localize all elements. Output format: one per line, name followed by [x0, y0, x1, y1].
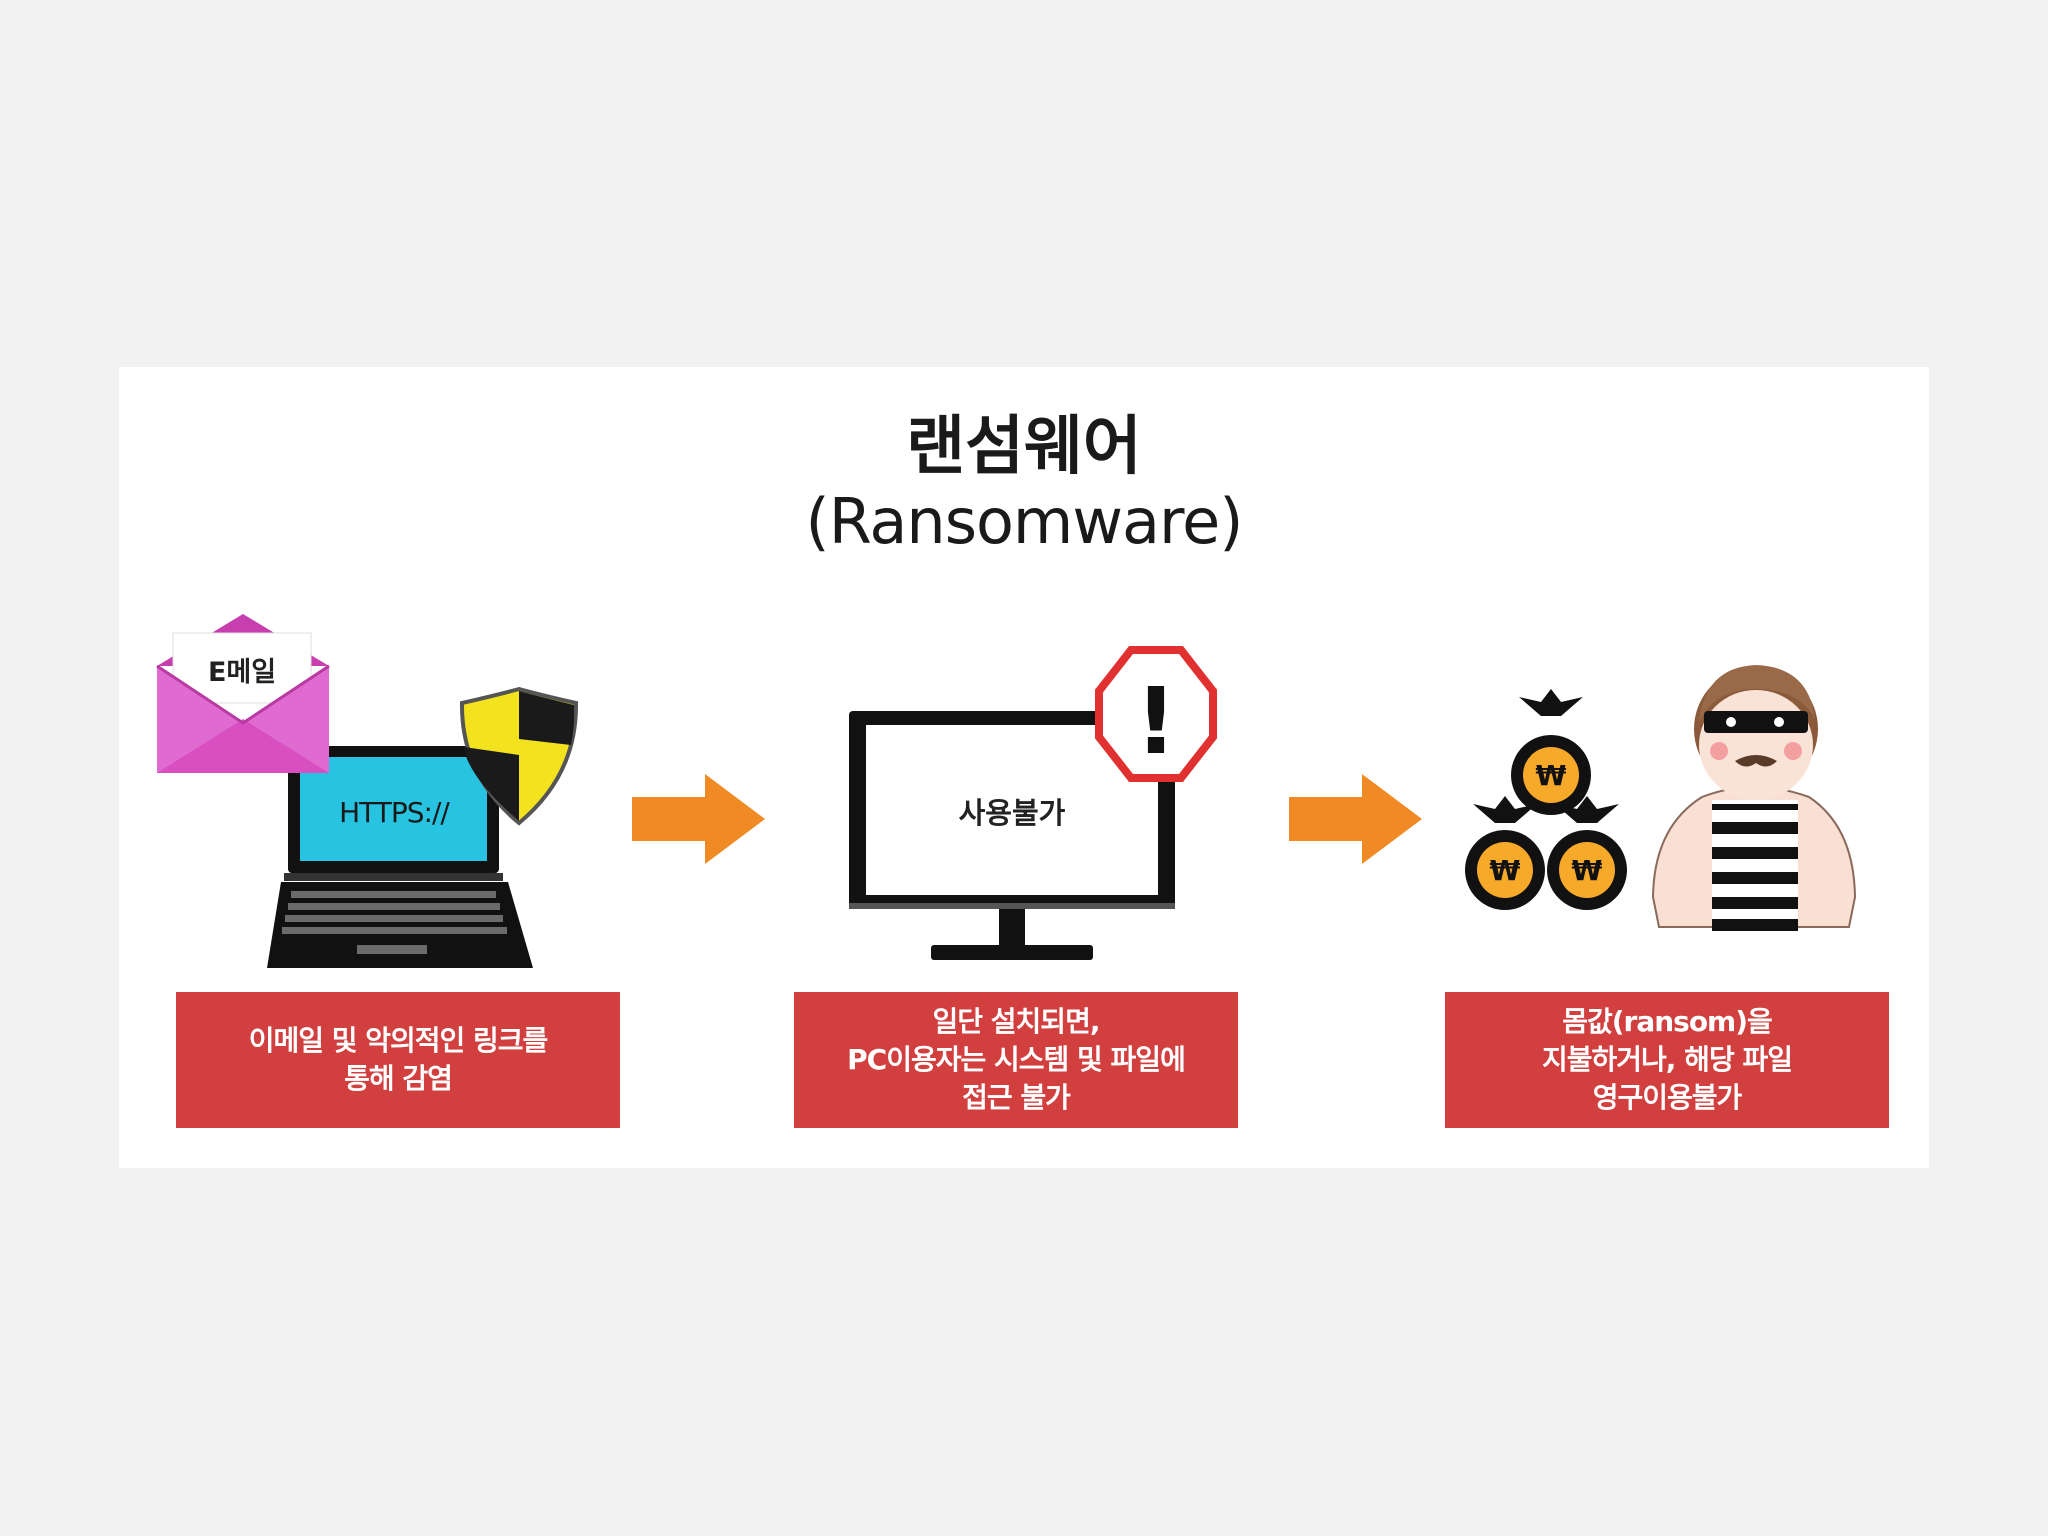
caption-line: 통해 감염 [344, 1062, 453, 1095]
laptop-icon: HTTPS:// [267, 746, 533, 968]
monitor-screen-text: 사용불가 [959, 796, 1066, 830]
money-bag-icon: ₩ [1465, 796, 1545, 910]
illustration-canvas: HTTPS:// E메일 [156, 614, 1857, 968]
step-caption-lockout: 일단 설치되면, PC이용자는 시스템 및 파일에 접근 불가 [794, 992, 1238, 1128]
thief-icon [1651, 665, 1857, 931]
money-bag-icon: ₩ [1511, 689, 1591, 815]
step-caption-ransom: 몸값(ransom)을 지불하거나, 해당 파일 영구이용불가 [1445, 992, 1889, 1128]
caption-line: 몸값(ransom)을 [1562, 1005, 1773, 1038]
caption-line: PC이용자는 시스템 및 파일에 [847, 1043, 1186, 1076]
warning-symbol: ! [1135, 668, 1177, 775]
caption-line: 접근 불가 [962, 1081, 1071, 1114]
ransomware-infographic: 랜섬웨어 (Ransomware) HTTPS:// [119, 367, 1929, 1168]
money-bag-symbol: ₩ [1572, 854, 1603, 887]
shield-icon [459, 686, 579, 826]
money-bag-symbol: ₩ [1536, 759, 1567, 792]
step-caption-infection: 이메일 및 악의적인 링크를 통해 감염 [176, 992, 620, 1128]
screen-url-text: HTTPS:// [339, 796, 450, 829]
title-korean: 랜섬웨어 [906, 410, 1142, 484]
caption-line: 이메일 및 악의적인 링크를 [248, 1024, 549, 1057]
arrow-right-icon [632, 774, 765, 864]
caption-line: 지불하거나, 해당 파일 [1542, 1043, 1793, 1076]
caption-line: 영구이용불가 [1592, 1081, 1743, 1114]
arrow-right-icon [1289, 774, 1422, 864]
warning-icon: ! [1095, 646, 1217, 782]
money-bag-symbol: ₩ [1490, 854, 1521, 887]
title-english: (Ransomware) [805, 485, 1244, 558]
money-bag-icon: ₩ [1547, 796, 1627, 910]
caption-line: 일단 설치되면, [932, 1005, 1101, 1038]
envelope-icon: E메일 [156, 614, 330, 773]
envelope-label: E메일 [208, 657, 276, 688]
